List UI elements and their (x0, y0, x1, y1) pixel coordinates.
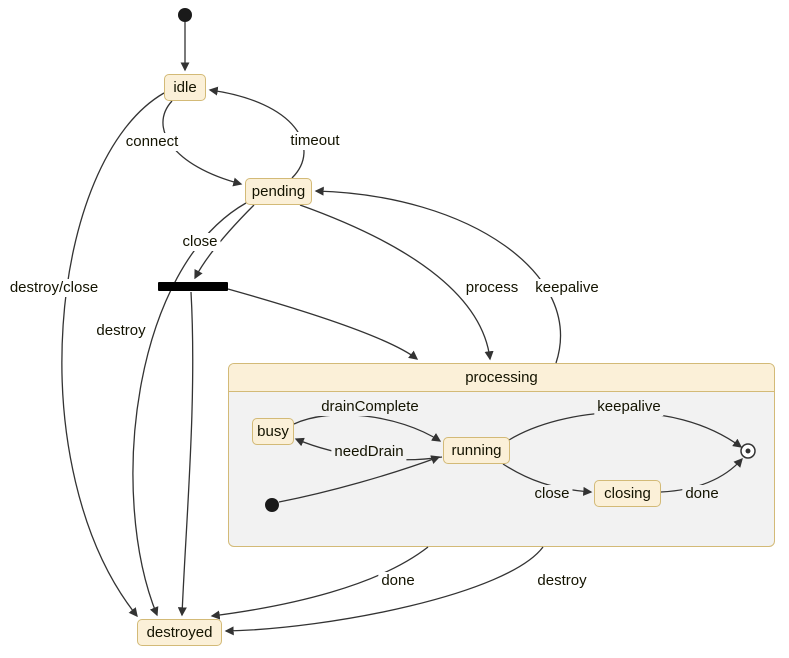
edge-label-done-outer: done (378, 572, 418, 590)
state-busy: busy (252, 418, 294, 445)
edge-label-destroy-close: destroy/close (6, 279, 102, 297)
edge-label-close: close (179, 233, 221, 251)
initial-state-icon (178, 8, 192, 22)
fork-bar-icon (158, 282, 228, 291)
edge-label-close-inner: close (531, 485, 573, 503)
transition-destroy-close (61, 92, 165, 618)
state-running: running (443, 437, 510, 464)
transition-drain-complete (293, 414, 442, 442)
transition-inner-start-running (278, 455, 441, 503)
transition-close-inner (502, 463, 593, 496)
state-processing-title: processing (229, 364, 774, 392)
transition-process (299, 204, 494, 361)
edge-label-keepalive-outer: keepalive (532, 279, 602, 297)
transition-fork-destroyed (177, 291, 194, 617)
state-idle: idle (164, 74, 206, 101)
state-pending: pending (245, 178, 312, 205)
edge-label-destroy-pending: destroy (93, 322, 149, 340)
edge-label-done-inner: done (682, 485, 722, 503)
transition-keepalive-inner (508, 411, 743, 448)
edge-label-keepalive-inner: keepalive (594, 398, 664, 416)
edge-label-destroy-processing: destroy (534, 572, 590, 590)
edge-label-connect: connect (122, 133, 182, 151)
state-processing: processing (228, 363, 775, 547)
transition-destroy-processing (224, 546, 544, 636)
edge-label-drain-complete: drainComplete (318, 398, 422, 416)
edge-label-need-drain: needDrain (331, 443, 407, 461)
transition-fork-processing (227, 288, 419, 360)
transition-done-outer (210, 546, 429, 620)
inner-initial-state-icon (265, 498, 279, 512)
transition-keepalive-outer (314, 186, 562, 364)
state-closing: closing (594, 480, 661, 507)
final-state-icon (740, 443, 756, 459)
transition-destroy-pending (132, 202, 247, 617)
state-destroyed: destroyed (137, 619, 222, 646)
edge-label-process: process (462, 279, 522, 297)
transition-timeout (208, 86, 305, 179)
transition-done-inner (660, 457, 743, 493)
edge-label-timeout: timeout (287, 132, 343, 150)
